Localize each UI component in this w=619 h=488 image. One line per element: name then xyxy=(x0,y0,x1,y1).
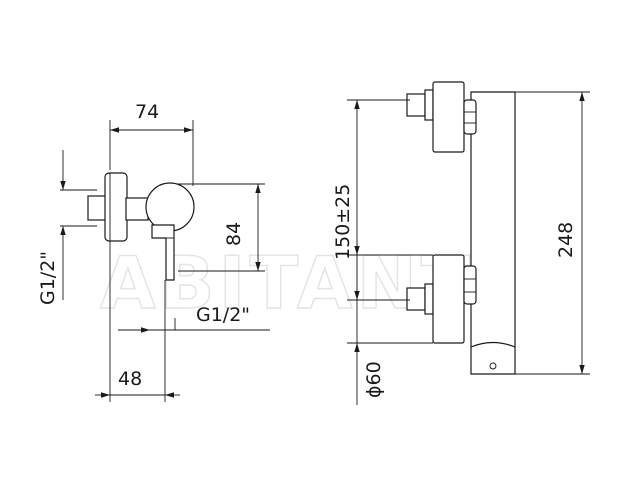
dimension-total-height: 248 xyxy=(555,92,585,374)
right-front-view xyxy=(347,81,590,375)
dimension-width-label: 74 xyxy=(135,101,159,123)
left-side-view xyxy=(60,120,270,402)
thread-inlet-label: G1/2" xyxy=(37,251,59,305)
dimension-height: 84 xyxy=(223,184,261,271)
dimension-width: 74 xyxy=(110,101,193,133)
dimension-total-height-label: 248 xyxy=(555,222,577,258)
thread-inlet-dimension: G1/2" xyxy=(37,150,66,305)
dimension-depth: 48 xyxy=(95,368,180,398)
dimension-diameter: ϕ60 xyxy=(354,241,385,405)
dimension-depth-label: 48 xyxy=(118,368,142,390)
dimension-diameter-label: ϕ60 xyxy=(363,361,385,398)
watermark-text: ABITANT xyxy=(100,241,474,325)
dimension-inlet-spacing-label: 150±25 xyxy=(332,184,354,260)
thread-outlet-label: G1/2" xyxy=(196,304,250,326)
thread-outlet-dimension: G1/2" xyxy=(118,304,250,333)
dimension-height-label: 84 xyxy=(223,222,245,246)
